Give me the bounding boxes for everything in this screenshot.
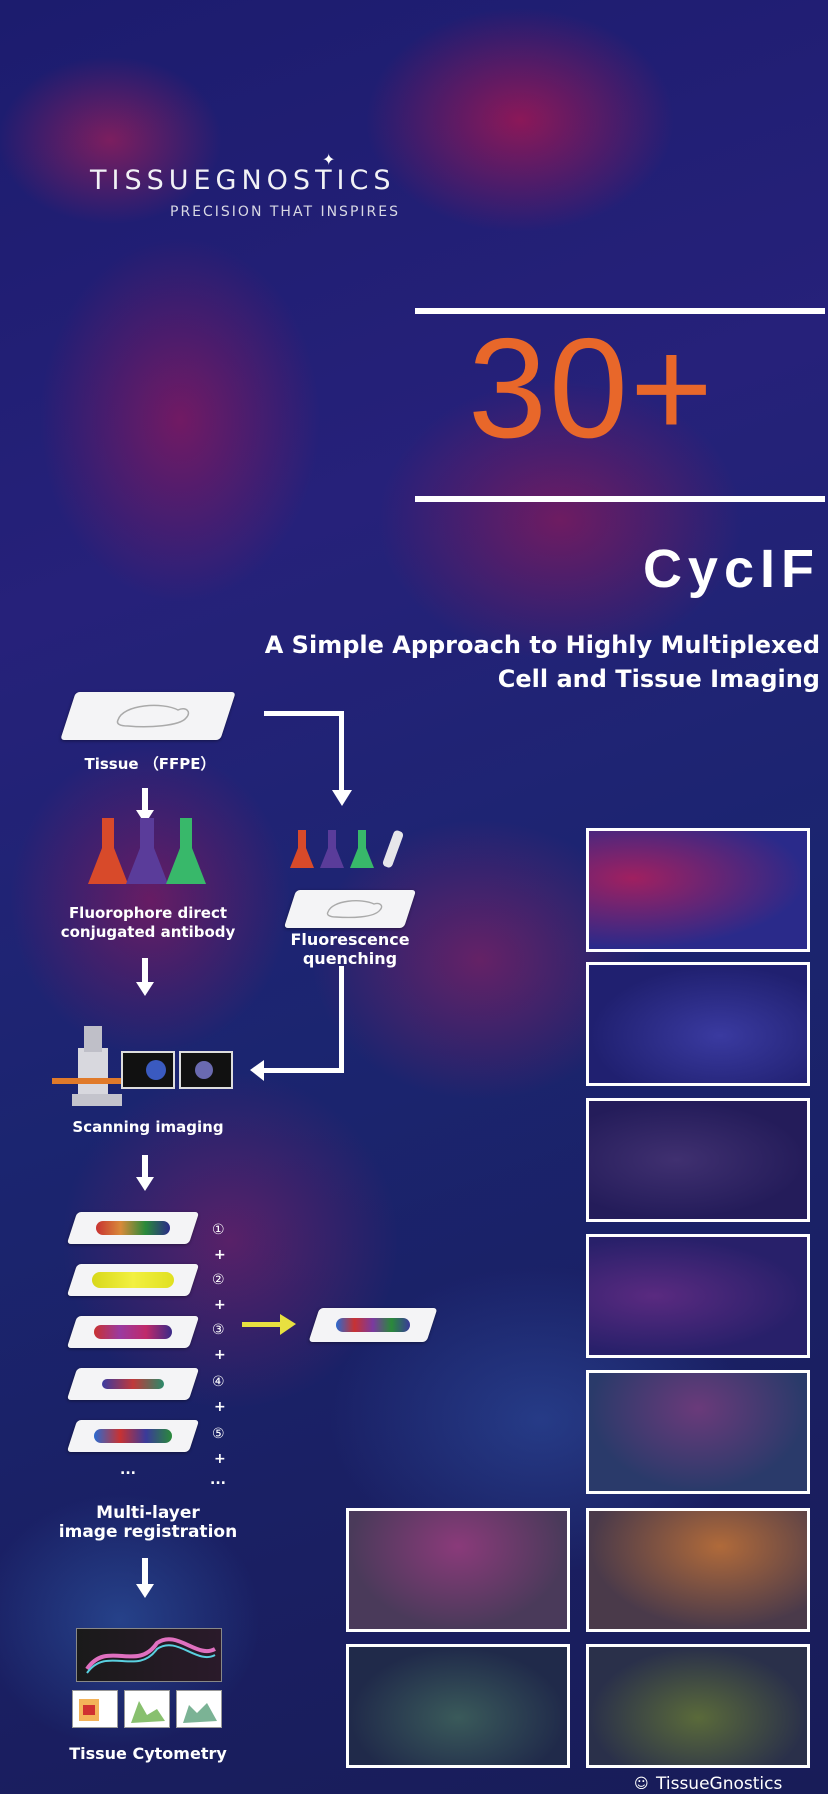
quench-label-line-2: quenching [302,949,398,968]
monitor-icon-2 [179,1051,233,1089]
quench-tissue-icon [326,900,383,919]
brand-logo: TISSUEGNOSTICS [90,165,396,196]
quench-label: Fluorescence quenching [270,930,430,968]
red-antibody-icon [88,818,128,884]
headline-number: 30+ [468,309,715,468]
top-divider [415,308,825,314]
registration-label: Multi-layer image registration [48,1504,248,1542]
tissue-label: Tissue （FFPE） [84,755,216,773]
cycle-thumbnail-4 [586,1234,810,1358]
antibody-icons [88,818,206,884]
watermark-icon: ☺ [634,1776,649,1792]
cycle-thumbnail-9 [586,1644,810,1768]
scatter-plot-icon-2 [124,1690,170,1728]
plus-sign-1: + [214,1247,226,1263]
scatter-plot-icon-3 [176,1690,222,1728]
layer-slide-1 [66,1212,200,1244]
step-number-1: ① [212,1222,225,1238]
stack-ellipsis: ... [120,1462,136,1478]
subtitle-line-2: Cell and Tissue Imaging [497,665,820,693]
cycle-thumbnail-3 [586,1098,810,1222]
antibody-label-line-2: conjugated antibody [60,923,236,941]
plus-sign-3: + [214,1347,226,1363]
layer-slide-2 [66,1264,200,1296]
cycle-thumbnail-2 [586,962,810,1086]
layer-slide-5 [66,1420,200,1452]
watermark-text: TissueGnostics [656,1774,783,1794]
plus-sign-5: + [214,1451,226,1467]
purple-antibody-icon [126,818,168,884]
subtitle-line-1: A Simple Approach to Highly Multiplexed [264,631,820,659]
registration-label-line-2: image registration [58,1522,238,1542]
step-number-2: ② [212,1272,225,1288]
scanner-icon [52,1026,233,1106]
quench-slide [283,890,417,928]
bottom-divider [415,496,825,502]
plus-sign-2: + [214,1297,226,1313]
green-antibody-icon [166,818,206,884]
step-ellipsis-right: ... [210,1472,226,1488]
step-number-5: ⑤ [212,1426,225,1442]
plus-sign-4: + [214,1399,226,1415]
cycle-thumbnail-7 [586,1508,810,1632]
scanning-label: Scanning imaging [72,1118,224,1136]
layer-slide-4 [66,1368,200,1400]
cycle-thumbnail-5 [586,1370,810,1494]
cycle-thumbnail-6 [346,1508,570,1632]
quench-label-line-1: Fluorescence [290,930,410,949]
antibody-label: Fluorophore direct conjugated antibody [48,904,248,942]
layer-slide-3 [66,1316,200,1348]
step-number-3: ③ [212,1322,225,1338]
cytometry-overlay-icon [85,1637,216,1674]
scatter-plot-icon-1 [72,1690,118,1728]
headline-subtitle: A Simple Approach to Highly Multiplexed … [260,628,820,696]
brand-tagline: PRECISION THAT INSPIRES [170,204,400,220]
logo-star-icon: ✦ [322,150,336,169]
cytometry-image [76,1628,222,1682]
cycle-thumbnail-1 [586,828,810,952]
cytometry-label: Tissue Cytometry [69,1744,227,1763]
quench-tube-icons [290,830,404,868]
cycle-thumbnail-8 [346,1644,570,1768]
antibody-label-line-1: Fluorophore direct [68,904,228,922]
registration-label-line-1: Multi-layer [96,1503,200,1523]
headline-title: CycIF [642,539,820,599]
monitor-icon-1 [121,1051,175,1089]
composite-slide [308,1308,438,1342]
tissue-slide [60,692,236,740]
step-number-4: ④ [212,1374,225,1390]
tissue-outline-icon [116,704,190,728]
